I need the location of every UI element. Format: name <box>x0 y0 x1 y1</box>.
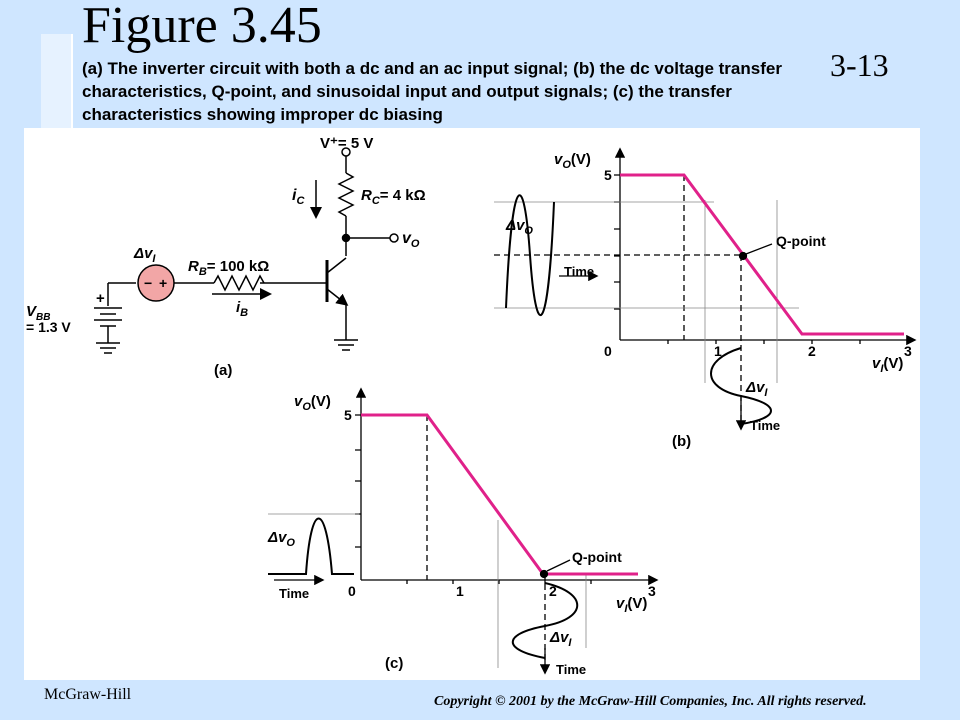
graph-c-x3: 3 <box>648 583 656 599</box>
graph-b-output-sine <box>505 194 555 317</box>
ic-label: iC <box>292 187 305 207</box>
source-plus: + <box>159 275 167 291</box>
graph-b-xlabel: vI(V) <box>872 355 903 375</box>
battery-plus: + <box>96 290 105 307</box>
graph-b-time-out: Time <box>564 264 594 279</box>
graph-b-y5: 5 <box>604 167 612 183</box>
panel-c-label: (c) <box>385 655 403 672</box>
graph-b-dvi-label: ΔvI <box>745 379 768 399</box>
graph-c-x1: 1 <box>456 583 464 599</box>
publisher-label: McGraw-Hill <box>44 686 132 703</box>
ib-label: iB <box>236 299 248 319</box>
figure-svg: V⁺= 5 V iC RC= 4 kΩ vO ΔvI − + RB= 100 k… <box>26 135 917 677</box>
graph-b-input-sine <box>710 347 772 425</box>
vo-label: vO <box>402 230 420 250</box>
graph-c-transfer-curve <box>361 413 638 576</box>
graph-c-x2: 2 <box>549 583 557 599</box>
circuit-a <box>94 147 399 354</box>
graph-c-dvo-label: ΔvO <box>267 529 295 549</box>
ground-symbol-b <box>96 342 120 354</box>
panel-a-label: (a) <box>214 362 232 379</box>
graph-b-qpoint-dot <box>738 251 748 261</box>
graph-c-origin: 0 <box>348 583 356 599</box>
copyright-notice: Copyright © 2001 by the McGraw-Hill Comp… <box>434 694 867 709</box>
graph-b <box>494 147 917 431</box>
graph-c <box>268 387 659 675</box>
graph-c-y5: 5 <box>344 407 352 423</box>
rc-label: RC= 4 kΩ <box>361 187 426 207</box>
graph-b-time-in: Time <box>750 418 780 433</box>
graph-c-output-pulse <box>268 517 354 575</box>
circuit-a-labels: V⁺= 5 V iC RC= 4 kΩ vO ΔvI − + RB= 100 k… <box>26 135 426 379</box>
graph-b-x2: 2 <box>808 343 816 359</box>
vbb-label: VBB <box>26 303 50 323</box>
rb-resistor <box>213 274 265 292</box>
graph-b-qpoint-label: Q-point <box>776 233 826 249</box>
graph-b-x1: 1 <box>714 343 722 359</box>
graph-c-ylabel: vO(V) <box>294 393 331 413</box>
graph-c-xlabel: vI(V) <box>616 595 647 615</box>
graph-b-dvo-label: ΔvO <box>505 217 533 237</box>
slide-title: Figure 3.45 <box>82 0 322 54</box>
graph-b-transfer-curve <box>620 173 904 336</box>
panel-b-label: (b) <box>672 433 691 450</box>
figure-caption: (a) The inverter circuit with both a dc … <box>82 59 782 124</box>
graph-c-time-out: Time <box>279 586 309 601</box>
rb-label: RB= 100 kΩ <box>188 258 269 278</box>
graph-c-qpoint-dot <box>539 569 549 579</box>
vo-terminal <box>389 233 399 243</box>
slide-number: 3-13 <box>830 47 889 83</box>
graph-c-labels: vO(V) 5 0 1 2 3 vI(V) Q-point ΔvO Time Δ… <box>267 393 656 677</box>
graph-c-qpoint-label: Q-point <box>572 549 622 565</box>
figure-panel: V⁺= 5 V iC RC= 4 kΩ vO ΔvI − + RB= 100 k… <box>24 128 920 680</box>
graph-b-origin: 0 <box>604 343 612 359</box>
graph-b-x3: 3 <box>904 343 912 359</box>
graph-c-time-in: Time <box>556 662 586 677</box>
ground-symbol-a <box>334 339 358 351</box>
vbb-value: = 1.3 V <box>26 319 71 335</box>
dvi-label: ΔvI <box>133 245 156 265</box>
rc-resistor <box>337 172 355 217</box>
graph-b-ylabel: vO(V) <box>554 151 591 171</box>
source-minus: − <box>144 275 152 291</box>
graph-c-dvi-label: ΔvI <box>549 629 572 649</box>
graph-c-input-sine <box>512 582 578 659</box>
vplus-label: V⁺= 5 V <box>320 135 373 152</box>
vbb-battery <box>94 307 122 327</box>
graph-b-labels: vO(V) 5 0 1 2 3 vI(V) Q-point ΔvO Time Δ… <box>505 151 912 450</box>
